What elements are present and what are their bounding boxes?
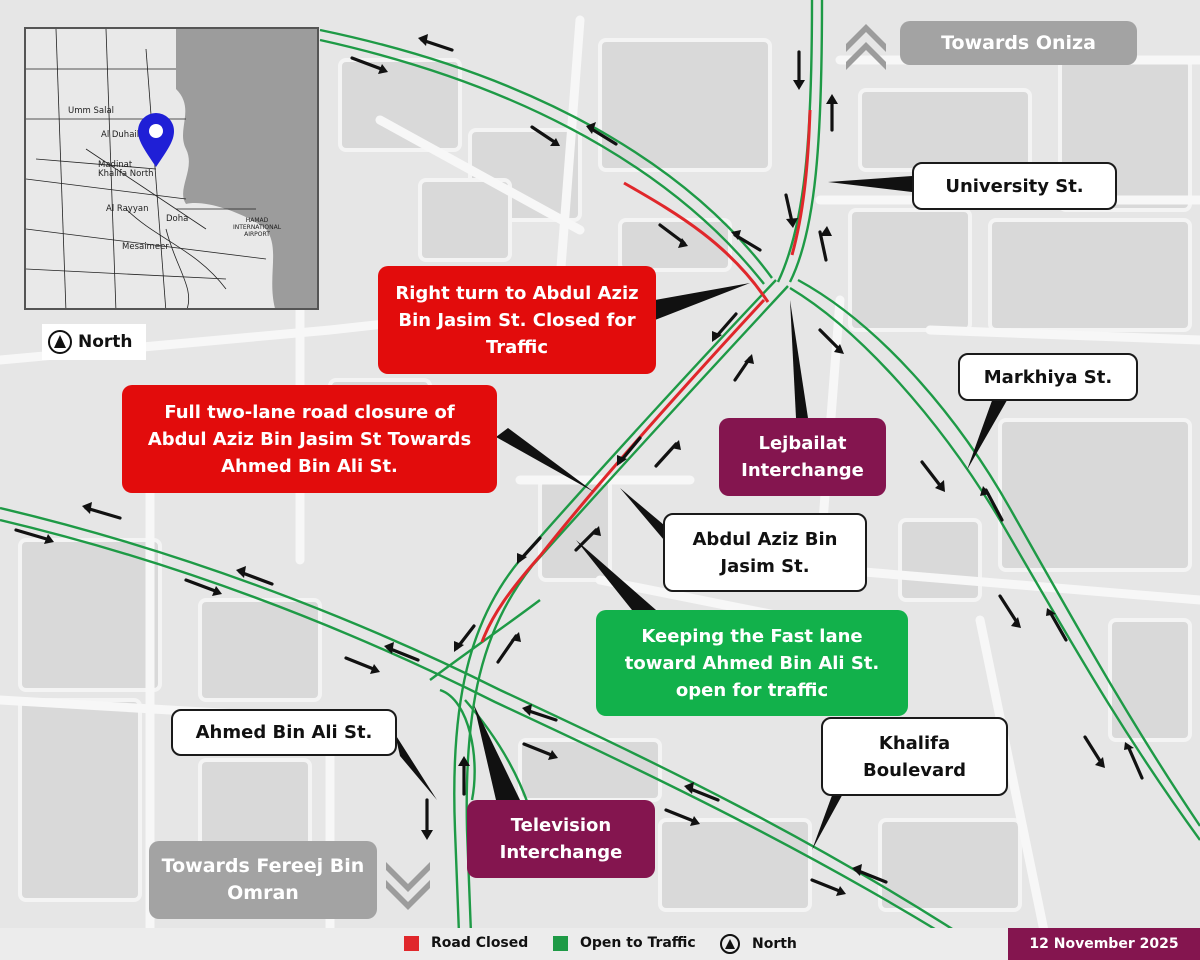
inset-locator-map: Umm Salal Al Duhail Madinat Khalifa Nort…	[24, 27, 319, 310]
university-st-label: University St.	[912, 162, 1117, 210]
north-badge: North	[42, 324, 146, 360]
legend-open-label: Open to Traffic	[580, 935, 696, 951]
full-closure-callout: Full two-lane road closure of Abdul Aziz…	[122, 385, 497, 493]
lejbailat-interchange-label: Lejbailat Interchange	[719, 418, 886, 496]
chevron-up-icon	[846, 24, 886, 52]
road-closed-swatch	[404, 935, 419, 951]
inset-label-al-rayyan: Al Rayyan	[106, 204, 149, 214]
inset-label-al-duhail: Al Duhail	[101, 130, 140, 140]
inset-label-umm-salal: Umm Salal	[68, 106, 115, 116]
towards-oniza-label: Towards Oniza	[900, 21, 1137, 65]
north-arrow-icon	[720, 934, 740, 954]
ahmed-bin-ali-st-label: Ahmed Bin Ali St.	[171, 709, 397, 756]
legend-north: North	[720, 934, 797, 954]
chevron-up-icon	[846, 42, 886, 70]
legend-road-closed: Road Closed	[404, 935, 528, 951]
north-arrow-icon	[48, 330, 72, 354]
chevron-down-icon	[386, 880, 430, 910]
television-interchange-label: Television Interchange	[467, 800, 655, 878]
legend-bar: Road Closed Open to Traffic North	[0, 928, 1200, 960]
legend-road-closed-label: Road Closed	[431, 935, 529, 951]
inset-label-mesaimeer: Mesaimeer	[122, 242, 169, 252]
callout-pointers	[395, 176, 1010, 850]
inset-label-doha: Doha	[166, 214, 189, 224]
inset-map-drawing	[26, 29, 317, 308]
markhiya-st-label: Markhiya St.	[958, 353, 1138, 401]
city-blocks	[18, 38, 1192, 912]
towards-fereej-bin-omran-label: Towards Fereej Bin Omran	[149, 841, 377, 919]
north-badge-label: North	[78, 332, 133, 352]
location-pin-icon	[138, 113, 174, 167]
legend-north-label: North	[752, 936, 797, 952]
inset-label-madinat-khalifa: Madinat Khalifa North	[98, 160, 154, 179]
inset-label-hamad-airport: HAMAD INTERNATIONAL AIRPORT	[232, 217, 282, 238]
chevron-icons	[386, 24, 886, 910]
abdul-aziz-bin-jasim-label: Abdul Aziz Bin Jasim St.	[663, 513, 867, 592]
fast-lane-open-callout: Keeping the Fast lane toward Ahmed Bin A…	[596, 610, 908, 716]
arrow-heads	[44, 34, 1134, 896]
khalifa-boulevard-label: Khalifa Boulevard	[821, 717, 1008, 796]
legend-open-to-traffic: Open to Traffic	[553, 935, 696, 951]
inset-roads	[26, 29, 267, 308]
date-badge: 12 November 2025	[1008, 928, 1200, 960]
open-to-traffic-swatch	[553, 935, 568, 951]
inset-sea	[176, 29, 317, 308]
right-turn-closed-callout: Right turn to Abdul Aziz Bin Jasim St. C…	[378, 266, 656, 374]
closed-roads	[480, 109, 812, 643]
chevron-down-icon	[386, 862, 430, 892]
